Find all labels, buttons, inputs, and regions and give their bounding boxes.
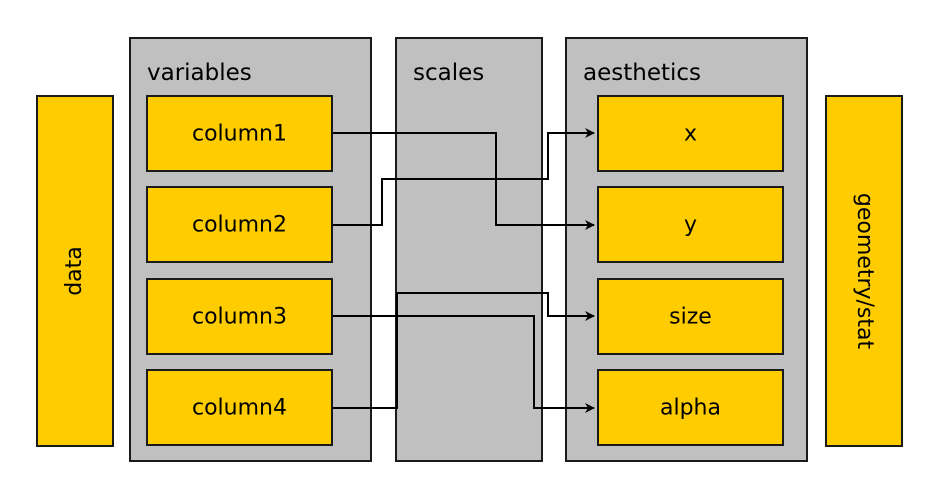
aesthetic-box-alpha-label: alpha: [660, 396, 721, 421]
aesthetic-box-y: y: [597, 186, 784, 263]
variable-box-column4-label: column4: [192, 396, 287, 421]
variable-box-column4: column4: [146, 369, 333, 446]
geometry-stat-label: geometry/stat: [852, 193, 877, 350]
data-box: data: [36, 95, 114, 447]
aesthetic-box-size-label: size: [669, 305, 712, 330]
aesthetics-title: aesthetics: [583, 60, 701, 86]
aesthetics-panel: aesthetics x y size alpha: [565, 37, 808, 462]
scales-panel: scales: [395, 37, 543, 462]
aesthetic-box-size: size: [597, 278, 784, 355]
aesthetic-box-alpha: alpha: [597, 369, 784, 446]
variable-box-column3: column3: [146, 278, 333, 355]
variable-box-column3-label: column3: [192, 305, 287, 330]
connector-column3-to-alpha: [333, 315, 595, 413]
connector-column2-to-x: [333, 128, 595, 226]
scales-title: scales: [413, 60, 484, 86]
variable-box-column1: column1: [146, 95, 333, 172]
variable-box-column2: column2: [146, 186, 333, 263]
connector-column4-to-size: [333, 292, 595, 409]
variable-box-column1-label: column1: [192, 122, 287, 147]
aesthetic-box-x-label: x: [684, 122, 697, 147]
variables-panel: variables column1 column2 column3 column4: [129, 37, 372, 462]
aesthetic-box-y-label: y: [684, 213, 697, 238]
data-label: data: [62, 246, 87, 296]
variables-title: variables: [147, 60, 252, 86]
aesthetic-box-x: x: [597, 95, 784, 172]
variable-box-column2-label: column2: [192, 213, 287, 238]
mapping-connectors: [333, 128, 595, 413]
geometry-stat-box: geometry/stat: [825, 95, 903, 447]
